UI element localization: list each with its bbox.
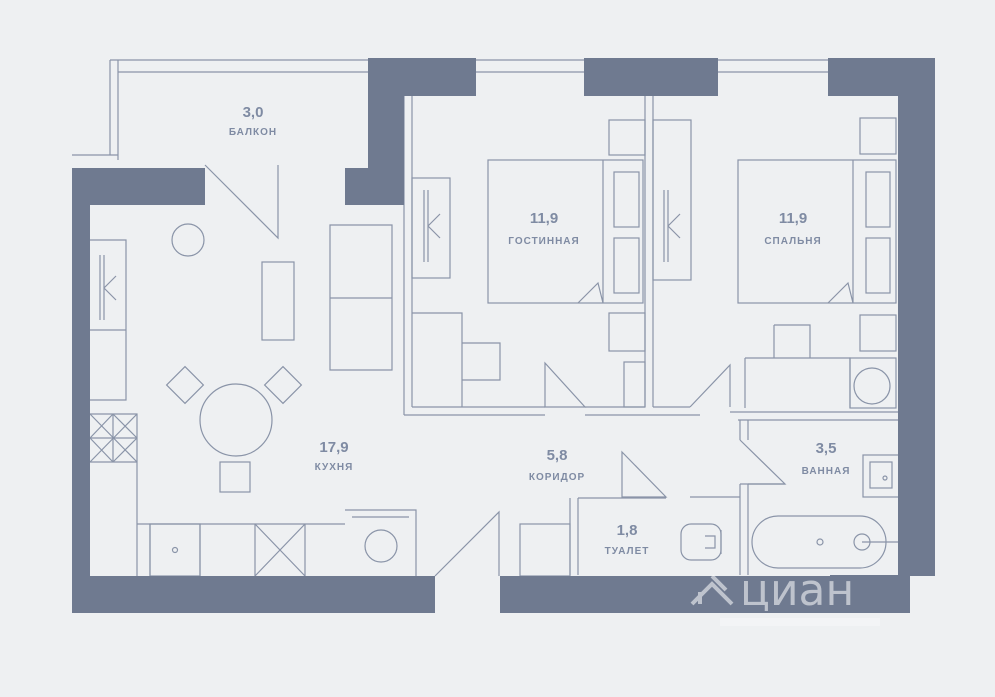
plant-icon xyxy=(171,223,205,257)
watermark: циан xyxy=(690,565,880,626)
bed-bedroom xyxy=(737,159,897,304)
chair-2 xyxy=(263,365,303,405)
toilet-name: ТУАЛЕТ xyxy=(605,546,650,557)
corridor-area: 5,8 xyxy=(547,447,568,464)
bed-living xyxy=(487,159,644,304)
door-entrance xyxy=(434,510,500,577)
kitchen-name: КУХНЯ xyxy=(315,462,354,473)
living-room-name: ГОСТИННАЯ xyxy=(508,236,579,247)
wall-bottom-right xyxy=(500,576,910,613)
watermark-sub-line xyxy=(720,618,880,626)
kitchen-area: 17,9 xyxy=(319,439,348,456)
balcony-area: 3,0 xyxy=(243,104,264,121)
chair-1 xyxy=(165,365,205,405)
tv-bedroom-icon xyxy=(663,190,681,262)
door-bedroom xyxy=(689,363,731,408)
stove-icon xyxy=(89,413,138,463)
wall-top-right xyxy=(828,58,935,186)
outer-walls xyxy=(72,58,935,613)
door-toilet xyxy=(621,450,668,498)
desk-living xyxy=(412,312,501,407)
wall-top-left xyxy=(345,58,476,205)
balcony-name: БАЛКОН xyxy=(229,127,277,138)
door-bathroom xyxy=(739,439,787,485)
living-room-area: 11,9 xyxy=(530,210,558,227)
bedroom-area: 11,9 xyxy=(779,210,807,227)
washing-machine-icon xyxy=(364,529,398,563)
corridor-name: КОРИДОР xyxy=(529,472,585,483)
wall-top-middle xyxy=(584,58,718,96)
fridge-icon xyxy=(254,523,306,577)
room-labels: 3,0 БАЛКОН 11,9 ГОСТИННАЯ 11,9 СПАЛЬНЯ 1… xyxy=(229,104,851,557)
watermark-brand: циан xyxy=(740,565,854,616)
sofa xyxy=(329,224,393,371)
sink-icon xyxy=(171,546,179,554)
bathroom-name: ВАННАЯ xyxy=(802,466,851,477)
door-balcony xyxy=(204,164,279,240)
armchair-icon xyxy=(853,367,891,405)
cian-house-icon xyxy=(690,574,734,606)
tv-living-icon xyxy=(423,190,441,262)
furniture xyxy=(89,117,900,577)
toilet-area: 1,8 xyxy=(617,522,638,539)
bathroom-area: 3,5 xyxy=(816,440,837,457)
chair-3 xyxy=(219,461,251,493)
tv-kitchen-icon xyxy=(99,255,117,320)
wall-right-inner xyxy=(898,96,910,576)
doors xyxy=(204,164,787,577)
coffee-table xyxy=(261,261,295,341)
door-living xyxy=(544,361,587,408)
bedroom-name: СПАЛЬНЯ xyxy=(764,236,821,247)
dining-table xyxy=(199,383,273,457)
